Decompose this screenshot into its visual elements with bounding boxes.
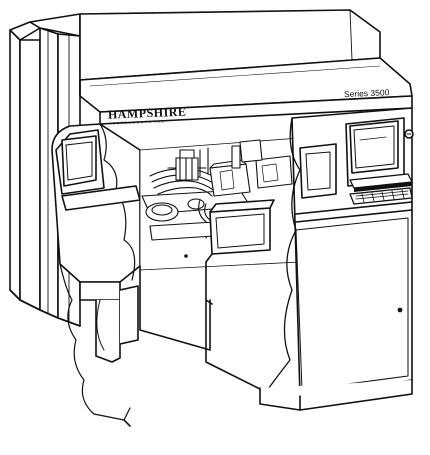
brand-name: HAMPSHIRE	[108, 105, 187, 122]
base-frame	[9, 263, 413, 427]
brand-logo: HAMPSHIRE INSTRUMENTS INC	[108, 105, 187, 126]
monitor	[349, 120, 414, 174]
cabinet-door	[295, 217, 409, 391]
door-handle-icon	[397, 307, 403, 313]
left-housing	[51, 123, 141, 301]
front-drawer	[205, 199, 275, 305]
brand-subtitle: INSTRUMENTS INC	[110, 119, 165, 125]
keyboard	[349, 173, 413, 205]
top-cover	[79, 9, 413, 125]
rear-panels	[9, 13, 81, 327]
series-label: Series 3500	[344, 87, 390, 99]
